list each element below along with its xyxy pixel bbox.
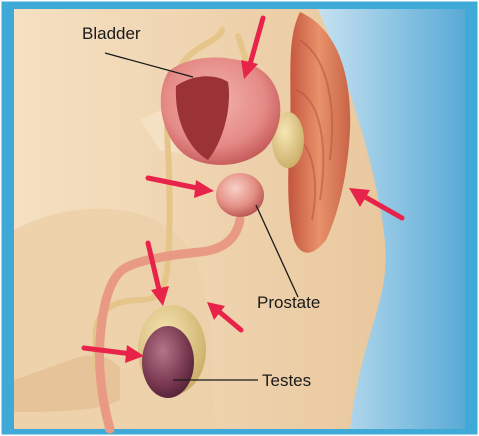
prostate bbox=[216, 173, 264, 217]
testis bbox=[142, 326, 194, 398]
bladder-label: Bladder bbox=[82, 24, 141, 43]
testes-label: Testes bbox=[262, 371, 311, 390]
prostate-label: Prostate bbox=[257, 293, 320, 312]
